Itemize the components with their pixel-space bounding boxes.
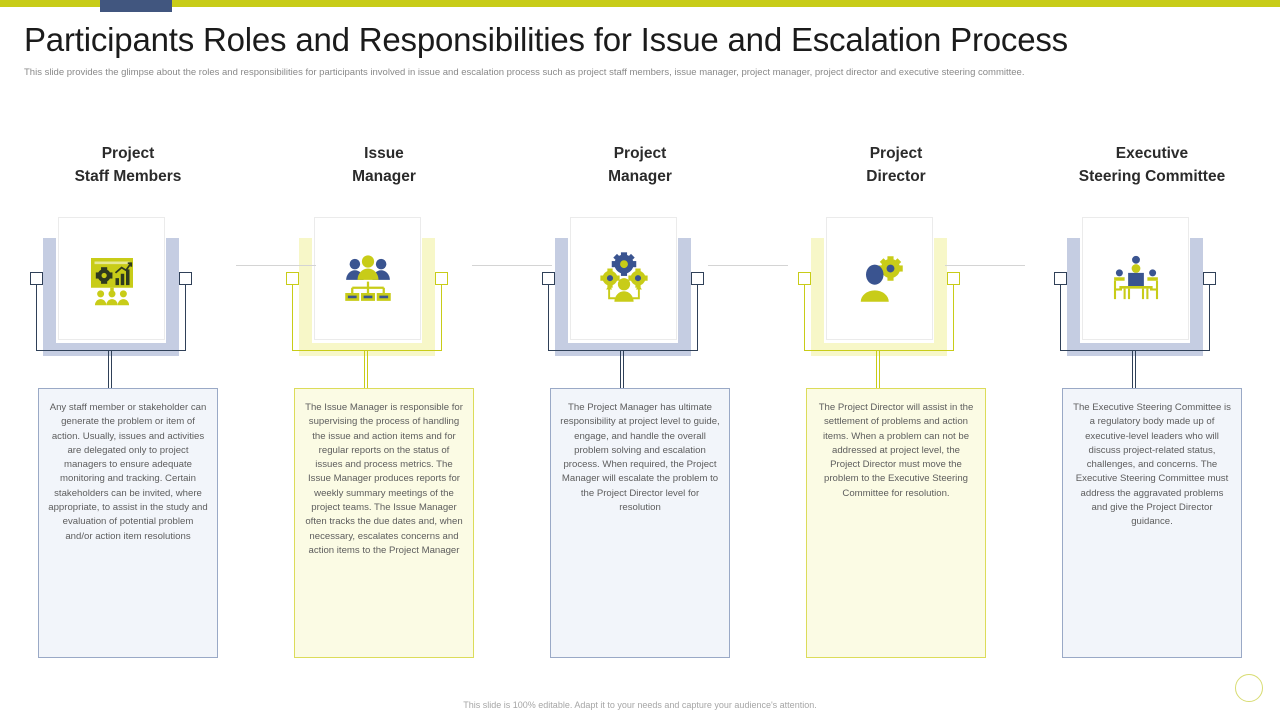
role-column-issue-manager: Issue Manager	[256, 136, 512, 666]
connector-node-left	[286, 272, 299, 285]
corner-circle-decoration	[1235, 674, 1263, 702]
connector-node-left	[30, 272, 43, 285]
role-description-card: The Issue Manager is responsible for sup…	[294, 388, 474, 658]
connector-node-left	[1054, 272, 1067, 285]
icon-frame	[1067, 238, 1203, 356]
column-heading: Project Manager	[608, 145, 672, 185]
column-link-2-3	[472, 265, 552, 267]
person-gears-process-icon	[570, 217, 677, 340]
connector-u	[1060, 285, 1210, 351]
connector-node-right	[435, 272, 448, 285]
top-accent-bar	[0, 0, 1280, 12]
icon-frame	[811, 238, 947, 356]
role-description-card: Any staff member or stakeholder can gene…	[38, 388, 218, 658]
icon-block	[542, 217, 733, 390]
connector-stem	[364, 351, 368, 390]
presentation-analytics-team-icon	[58, 217, 165, 340]
role-description-card: The Project Director will assist in the …	[806, 388, 986, 658]
org-chart-team-icon	[314, 217, 421, 340]
column-heading: Project Staff Members	[74, 145, 182, 185]
page-title: Participants Roles and Responsibilities …	[24, 21, 1068, 58]
page-subtitle: This slide provides the glimpse about th…	[24, 67, 1025, 78]
connector-node-right	[1203, 272, 1216, 285]
connector-node-left	[798, 272, 811, 285]
connector-stem	[620, 351, 624, 390]
slide-header: Participants Roles and Responsibilities …	[0, 18, 1280, 80]
column-link-1-2	[236, 265, 316, 267]
connector-node-right	[947, 272, 960, 285]
roles-columns: Project Staff Members	[0, 136, 1280, 666]
connector-u	[548, 285, 698, 351]
icon-block	[1054, 217, 1245, 390]
connector-u	[36, 285, 186, 351]
column-link-4-5	[945, 265, 1025, 267]
icon-block	[30, 217, 221, 390]
person-gear-icon	[826, 217, 933, 340]
icon-frame	[555, 238, 691, 356]
connector-u	[804, 285, 954, 351]
column-link-3-4	[708, 265, 788, 267]
meeting-table-icon	[1082, 217, 1189, 340]
connector-stem	[876, 351, 880, 390]
column-heading: Issue Manager	[352, 145, 416, 185]
role-description-card: The Executive Steering Committee is a re…	[1062, 388, 1242, 658]
icon-block	[286, 217, 477, 390]
connector-stem	[108, 351, 112, 390]
role-column-project-director: Project Director	[768, 136, 1024, 666]
connector-node-right	[691, 272, 704, 285]
role-description-card: The Project Manager has ultimate respons…	[550, 388, 730, 658]
icon-frame	[43, 238, 179, 356]
role-column-project-staff-members: Project Staff Members	[0, 136, 256, 666]
connector-u	[292, 285, 442, 351]
connector-stem	[1132, 351, 1136, 390]
connector-node-right	[179, 272, 192, 285]
column-heading: Executive Steering Committee	[1078, 145, 1226, 185]
role-column-executive-steering-committee: Executive Steering Committee	[1024, 136, 1280, 666]
top-accent-segment	[100, 0, 172, 12]
icon-frame	[299, 238, 435, 356]
connector-node-left	[542, 272, 555, 285]
footer-note: This slide is 100% editable. Adapt it to…	[463, 700, 817, 710]
role-column-project-manager: Project Manager	[512, 136, 768, 666]
icon-block	[798, 217, 989, 390]
column-heading: Project Director	[866, 145, 926, 185]
